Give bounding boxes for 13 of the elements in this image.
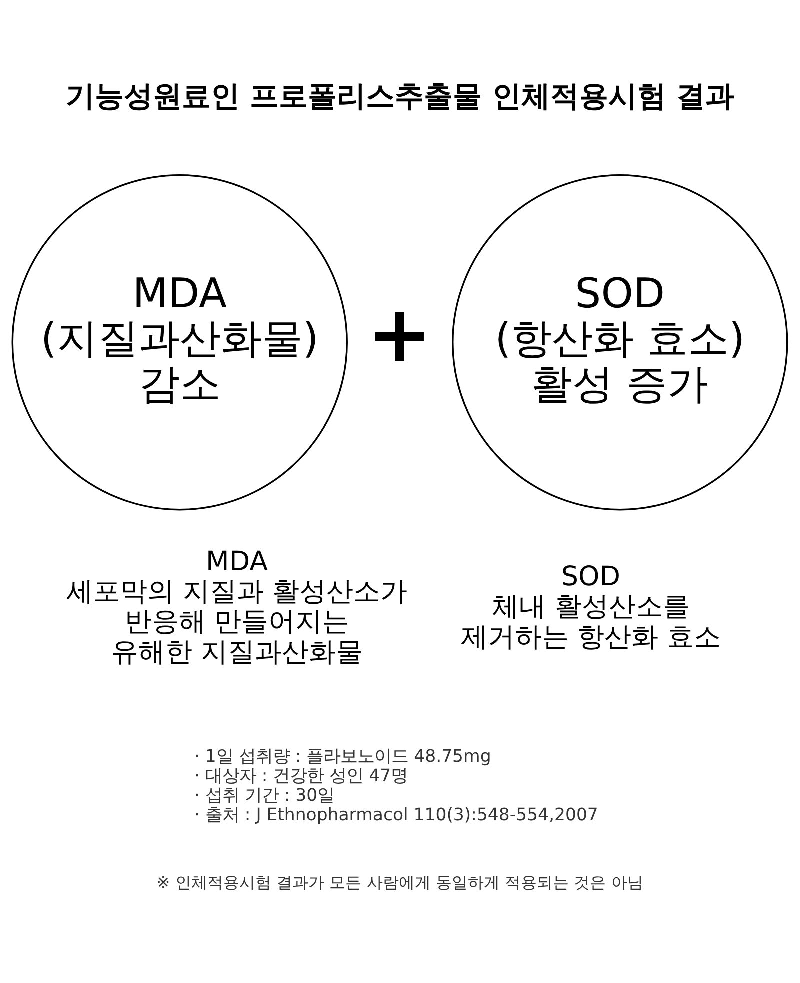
label: · 출처 : J Ethnopharmacol 110(3):548-554,2007	[194, 805, 598, 826]
node-label: MDA	[206, 546, 268, 578]
diagram-title: 기능성원료인 프로폴리스추출물 인체적용시험 결과	[66, 78, 734, 113]
label: +	[367, 290, 432, 380]
node-label: SOD	[561, 561, 621, 592]
node-label: 세포막의 지질과 활성산소가 반응해 만들어지는 유해한 지질과산화물	[66, 576, 408, 668]
node-circle: MDA (지질과산화물) 감소	[12, 174, 348, 511]
node-label: 체내 활성산소를 제거하는 항산화 효소	[460, 592, 722, 653]
label: · 섭취 기간 : 30일	[194, 786, 335, 806]
label: · 1일 섭취량 : 플라보노이드 48.75mg	[194, 747, 492, 768]
node-circle: SOD (항산화 효소) 활성 증가	[452, 174, 788, 511]
label: · 대상자 : 건강한 성인 47명	[194, 766, 408, 787]
label: ※ 인체적용시험 결과가 모든 사람에게 동일하게 적용되는 것은 아님	[156, 873, 644, 892]
